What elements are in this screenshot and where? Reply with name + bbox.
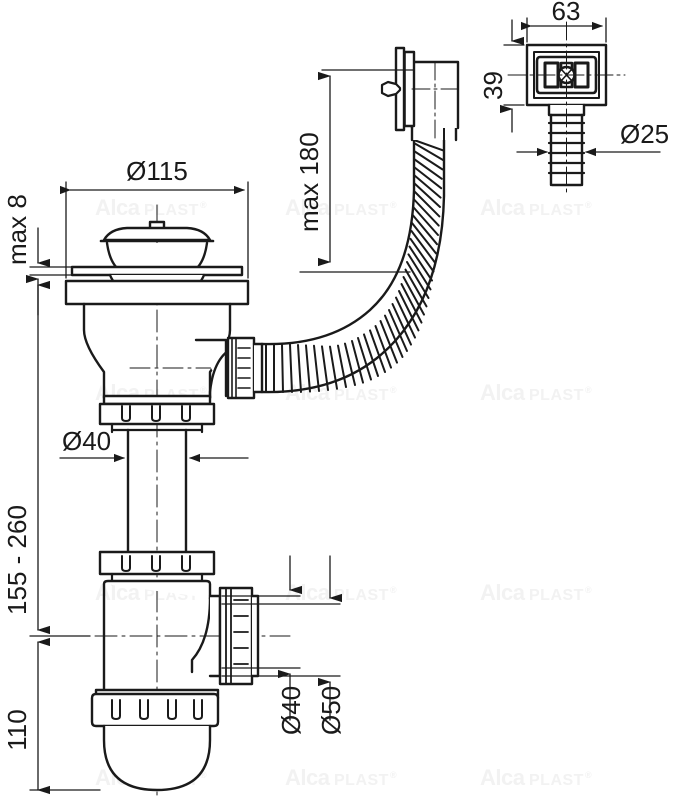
riser-pipe — [110, 428, 204, 562]
label-max180: max 180 — [294, 132, 324, 232]
label-max8: max 8 — [2, 194, 32, 265]
dimension-text-layer: Ø115 max 8 155 - 260 110 Ø40 Ø40 Ø50 max… — [2, 0, 669, 751]
label-110: 110 — [2, 709, 32, 750]
riser-nut-upper — [98, 394, 216, 434]
label-63: 63 — [552, 0, 581, 26]
label-d40-riser: Ø40 — [62, 426, 111, 456]
label-39: 39 — [478, 71, 508, 100]
overflow-cover-inset — [500, 17, 661, 196]
dimension-layer — [26, 69, 415, 795]
label-155-260: 155 - 260 — [2, 505, 32, 615]
label-d50-outlet: Ø50 — [316, 686, 346, 735]
sink-deck-plate — [70, 265, 244, 277]
label-d25: Ø25 — [620, 119, 669, 149]
trap-sump-bowl — [90, 688, 220, 792]
corrugated-hose — [260, 138, 446, 394]
overflow-branch-socket — [194, 336, 264, 400]
bottle-trap — [59, 579, 291, 702]
label-d115: Ø115 — [126, 156, 188, 186]
label-d40-outlet: Ø40 — [276, 686, 306, 735]
strainer-cap — [99, 220, 215, 274]
outlet-nut — [218, 586, 260, 686]
